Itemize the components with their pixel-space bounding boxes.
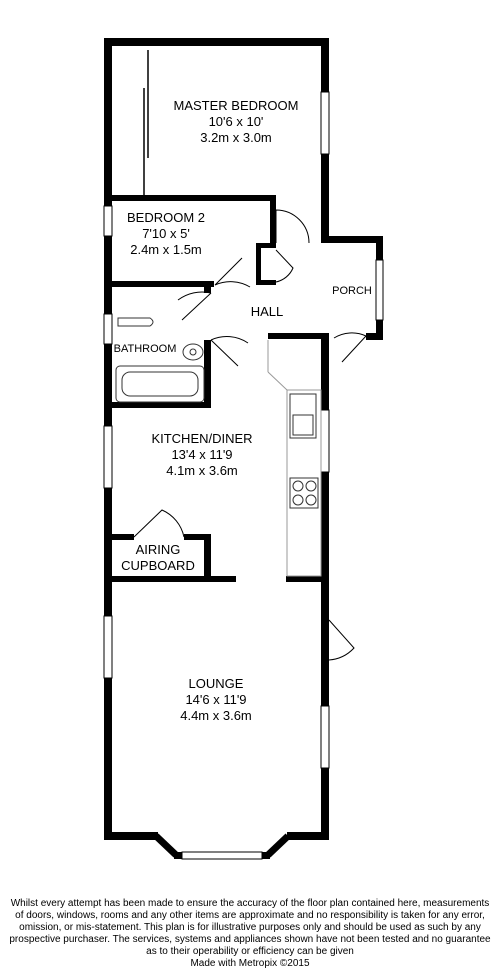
window-bay-front xyxy=(181,851,263,860)
wardrobe-doors xyxy=(143,50,149,195)
master-bedroom-name: MASTER BEDROOM xyxy=(174,98,299,113)
master-bedroom-metric: 3.2m x 3.0m xyxy=(200,130,272,145)
lounge-metric: 4.4m x 3.6m xyxy=(180,708,252,723)
bathroom-right-wall xyxy=(204,281,211,293)
window-lounge-left xyxy=(103,615,113,679)
disclaimer-line-3: omission, or mis-statement. This plan is… xyxy=(19,922,481,933)
bathroom-bottom-wall xyxy=(104,402,211,408)
disclaimer-line-1: Whilst every attempt has been made to en… xyxy=(10,898,490,909)
lounge-name: LOUNGE xyxy=(189,676,244,691)
windows xyxy=(103,91,384,860)
airing-top-right xyxy=(184,534,211,540)
kitchen-diner-metric: 4.1m x 3.6m xyxy=(166,463,238,478)
bay-wall-left xyxy=(153,833,179,858)
door-bathroom xyxy=(177,291,212,321)
toilet xyxy=(117,317,154,327)
disclaimer-line-6: Made with Metropix ©2015 xyxy=(190,958,310,969)
hall-kitchen-threshold-2 xyxy=(267,371,288,391)
hall-bottom-right xyxy=(268,333,329,339)
disclaimer: Whilst every attempt has been made to en… xyxy=(0,898,500,970)
hob-ring-4 xyxy=(305,494,317,506)
door-lounge-side xyxy=(328,619,355,661)
room-labels: MASTER BEDROOM 10'6 x 10' 3.2m x 3.0m BE… xyxy=(114,98,372,723)
airing-top-left xyxy=(104,534,134,540)
disclaimer-line-5: as to their operability or efficiency ca… xyxy=(146,946,354,957)
floor-plan: MASTER BEDROOM 10'6 x 10' 3.2m x 3.0m BE… xyxy=(103,38,384,860)
disclaimer-line-4: prospective purchaser. The services, sys… xyxy=(9,934,491,945)
bath-inner xyxy=(121,371,199,397)
closet-wall-b xyxy=(256,243,261,285)
closet-wall-c xyxy=(256,280,276,285)
window-lounge-right xyxy=(320,705,330,769)
walls xyxy=(104,38,383,859)
basin-drain xyxy=(189,348,197,356)
master-bedroom-imperial: 10'6 x 10' xyxy=(209,114,264,129)
door-porch xyxy=(333,332,367,363)
window-master-right xyxy=(320,91,330,155)
door-airing xyxy=(133,509,185,538)
porch-name: PORCH xyxy=(332,285,372,297)
hob-ring-3 xyxy=(292,494,304,506)
bedroom2-bottom-wall xyxy=(104,281,214,287)
bay-wall-right xyxy=(265,833,291,858)
kitchen-diner-name: KITCHEN/DINER xyxy=(151,431,252,446)
bedroom2-name: BEDROOM 2 xyxy=(127,210,205,225)
window-kitchen-left xyxy=(103,425,113,489)
bathroom-right-wall-lower xyxy=(204,340,211,408)
wall-bottom-left xyxy=(104,832,158,840)
bedroom2-metric: 2.4m x 1.5m xyxy=(130,242,202,257)
lounge-divider-left xyxy=(104,576,236,582)
hall-name: HALL xyxy=(251,304,284,319)
kitchen-diner-imperial: 13'4 x 11'9 xyxy=(171,447,232,462)
window-porch-right xyxy=(375,259,384,321)
hob-ring-1 xyxy=(292,480,304,492)
bathroom-name: BATHROOM xyxy=(114,343,177,355)
window-bathroom-left xyxy=(103,313,113,345)
bedroom2-imperial: 7'10 x 5' xyxy=(142,226,190,241)
airing-right-wall xyxy=(204,534,211,582)
fixtures xyxy=(115,317,322,577)
door-master xyxy=(275,209,310,244)
window-kitchen-right xyxy=(320,409,330,473)
sink-bowl xyxy=(292,414,314,436)
wall-right-lower xyxy=(321,338,329,840)
hob-ring-2 xyxy=(305,480,317,492)
porch-wall-bottom xyxy=(366,333,383,340)
lounge-imperial: 14'6 x 11'9 xyxy=(185,692,246,707)
bedroom2-right-wall xyxy=(270,195,276,243)
disclaimer-line-2: of doors, windows, rooms and any other i… xyxy=(15,910,485,921)
door-closet xyxy=(275,249,294,283)
doors xyxy=(133,209,367,661)
wall-bottom-right xyxy=(287,832,329,840)
window-bedroom2-left xyxy=(103,205,113,237)
door-hall-kitchen xyxy=(210,336,249,367)
door-bedroom2 xyxy=(214,257,251,288)
closet-wall-a xyxy=(256,243,276,248)
airing-cupboard-line1: AIRING xyxy=(136,542,181,557)
lounge-divider-right xyxy=(286,576,329,582)
wall-top xyxy=(104,38,329,46)
airing-cupboard-line2: CUPBOARD xyxy=(121,558,195,573)
bedroom-divider xyxy=(104,195,276,201)
porch-wall-top xyxy=(321,236,383,243)
kitchen-counter xyxy=(286,389,322,577)
